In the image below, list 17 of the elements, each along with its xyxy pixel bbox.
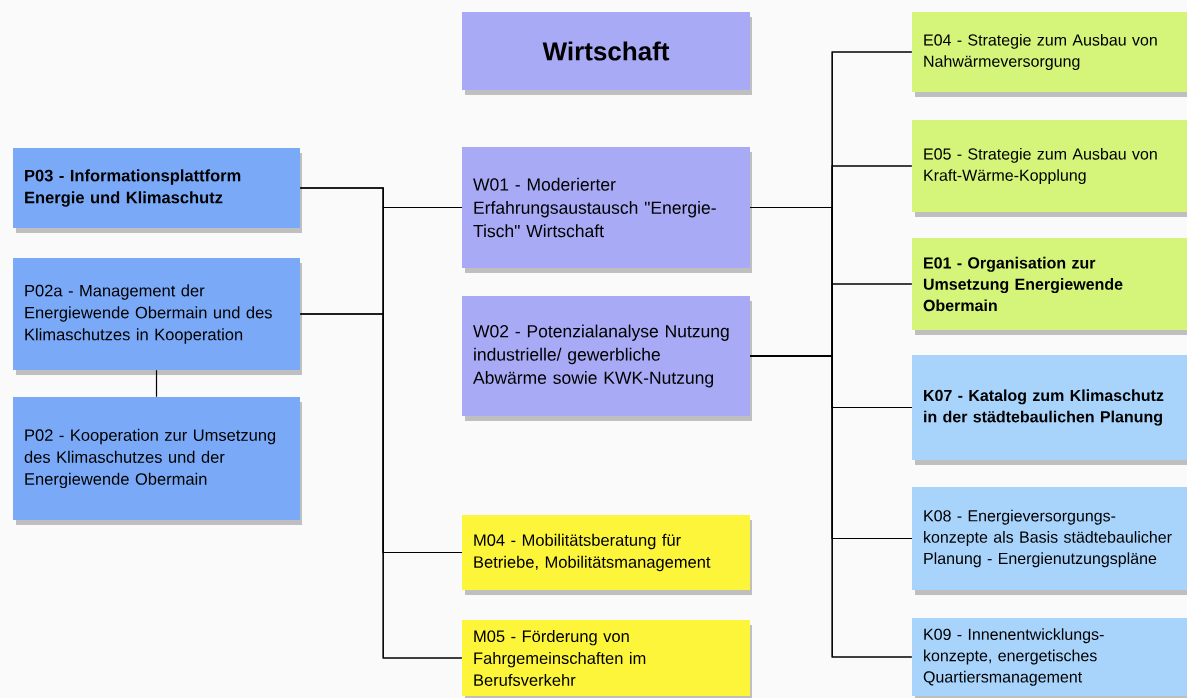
process-box: W01 - Moderierter Erfahrungsaustausch "Energie-Tisch" Wirtschaft xyxy=(462,147,750,268)
process-box: P02 - Kooperation zur Umsetzung des Klimaschutzes und der Energiewende Obermain xyxy=(13,397,300,520)
process-box: W02 - Potenzialanalyse Nutzung industrielle/ gewerbliche Abwärme sowie KWK-Nutzung xyxy=(462,296,750,416)
title-box: Wirtschaft xyxy=(462,12,750,90)
process-box: M04 - Mobilitätsberatung für Betriebe, Mobilitätsmanagement xyxy=(462,515,750,590)
process-box: K07 - Katalog zum Klimaschutz in der städtebaulichen Planung xyxy=(912,355,1187,460)
connector-line xyxy=(155,369,158,398)
process-box: M05 - Förderung von Fahrgemeinschaften im Berufsverkehr xyxy=(462,620,750,696)
process-box: E05 - Strategie zum Ausbau von Kraft-Wärme-Kopplung xyxy=(912,120,1187,212)
process-box: K08 - Energieversorgungs-konzepte als Basis städtebaulicher Planung - Energienutzungspläne xyxy=(912,487,1187,590)
process-box: K09 - Innenentwicklungs-konzepte, energetisches Quartiersmanagement xyxy=(912,618,1187,696)
process-box: P02a - Management der Energiewende Obermain und des Klimaschutzes in Kooperation xyxy=(13,258,300,370)
connector-line xyxy=(299,313,463,659)
connector-line xyxy=(749,355,913,658)
process-box: E04 - Strategie zum Ausbau von Nahwärmeversorgung xyxy=(912,12,1187,92)
process-box: E01 - Organisation zur Umsetzung Energiewende Obermain xyxy=(912,238,1187,330)
process-box: P03 - Informationsplattform Energie und Klimaschutz xyxy=(13,148,300,228)
